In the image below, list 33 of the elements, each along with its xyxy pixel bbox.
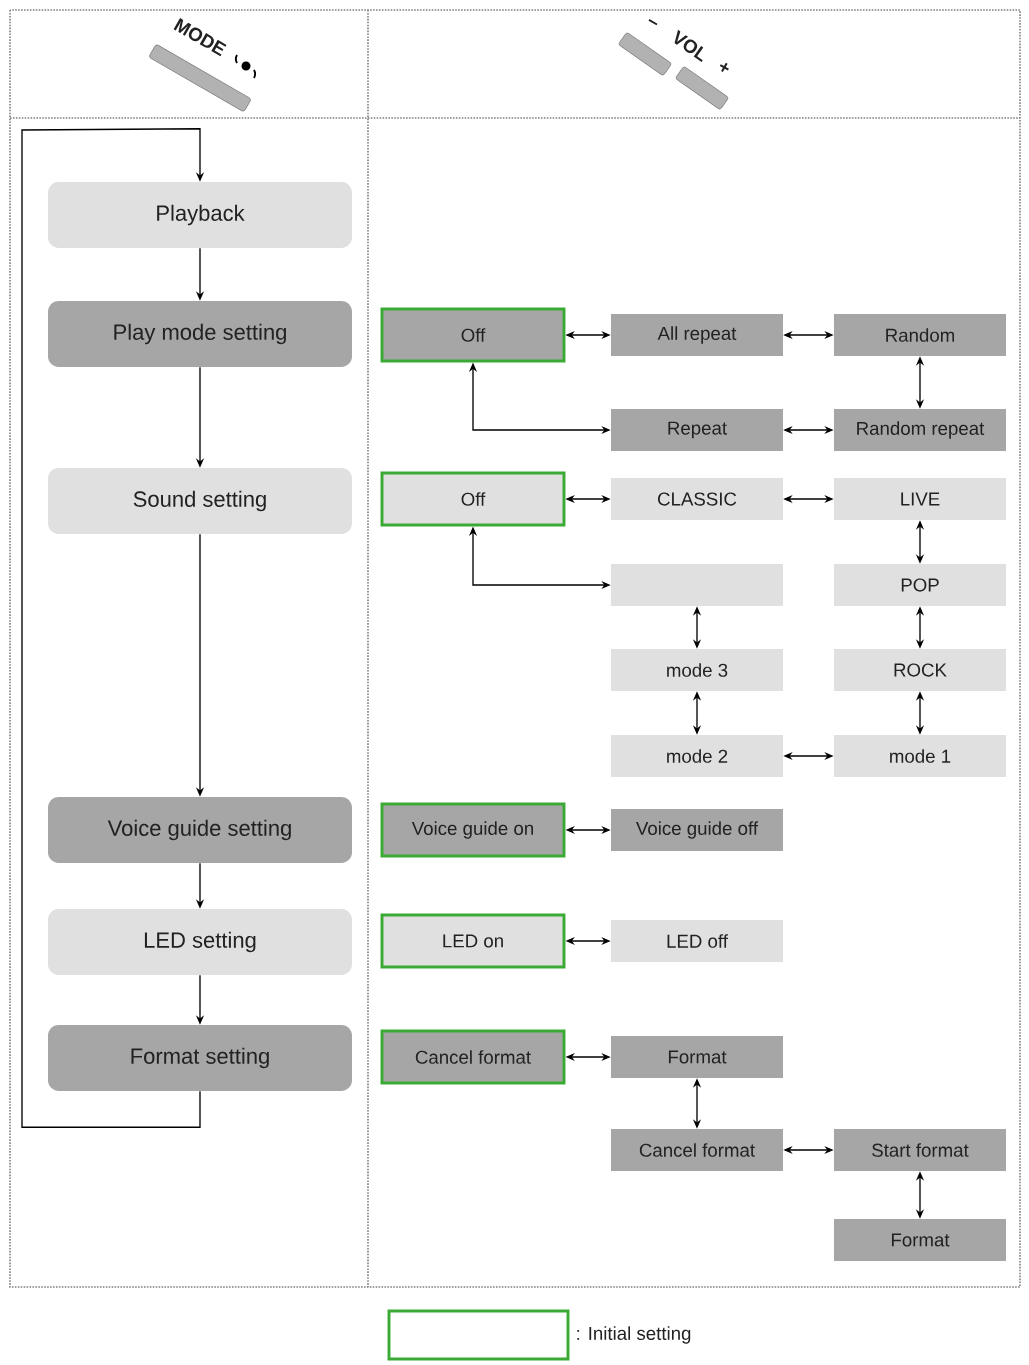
option-box: Off xyxy=(380,307,566,363)
mode-box: Voice guide setting xyxy=(48,797,352,863)
option-box: mode 3 xyxy=(611,649,783,691)
option-box: Cancel format xyxy=(611,1129,783,1171)
option-box: ROCK xyxy=(834,649,1006,691)
option-box: All repeat xyxy=(611,314,783,356)
option-box: Voice guide off xyxy=(611,809,783,851)
option-box: POP xyxy=(834,564,1006,606)
mode-box: Play mode setting xyxy=(48,301,352,367)
option-box: CLASSIC xyxy=(611,478,783,520)
mode-box: Playback xyxy=(48,182,352,248)
option-box: Voice guide on xyxy=(380,802,566,858)
mode-box: LED setting xyxy=(48,909,352,975)
option-box: Start format xyxy=(834,1129,1006,1171)
arrow xyxy=(21,128,205,1128)
option-box: LED off xyxy=(611,920,783,962)
option-box: Format xyxy=(611,1036,783,1078)
button-label: – xyxy=(648,19,658,26)
legend-label: : Initial setting xyxy=(577,1326,691,1344)
mode-box: Sound setting xyxy=(48,468,352,534)
button-label: + xyxy=(719,62,729,72)
mode-box: Format setting xyxy=(48,1025,352,1091)
option-box: Random xyxy=(834,314,1006,356)
option-box: mode 1 xyxy=(834,735,1006,777)
option-box: mode 2 xyxy=(611,735,783,777)
option-box: LED on xyxy=(380,913,566,969)
option-box xyxy=(611,564,783,606)
option-box: Random repeat xyxy=(834,409,1006,451)
option-box: LIVE xyxy=(834,478,1006,520)
option-box: Format xyxy=(834,1219,1006,1261)
option-box: Repeat xyxy=(611,409,783,451)
option-box: Off xyxy=(380,471,566,527)
option-box: Cancel format xyxy=(380,1029,566,1085)
